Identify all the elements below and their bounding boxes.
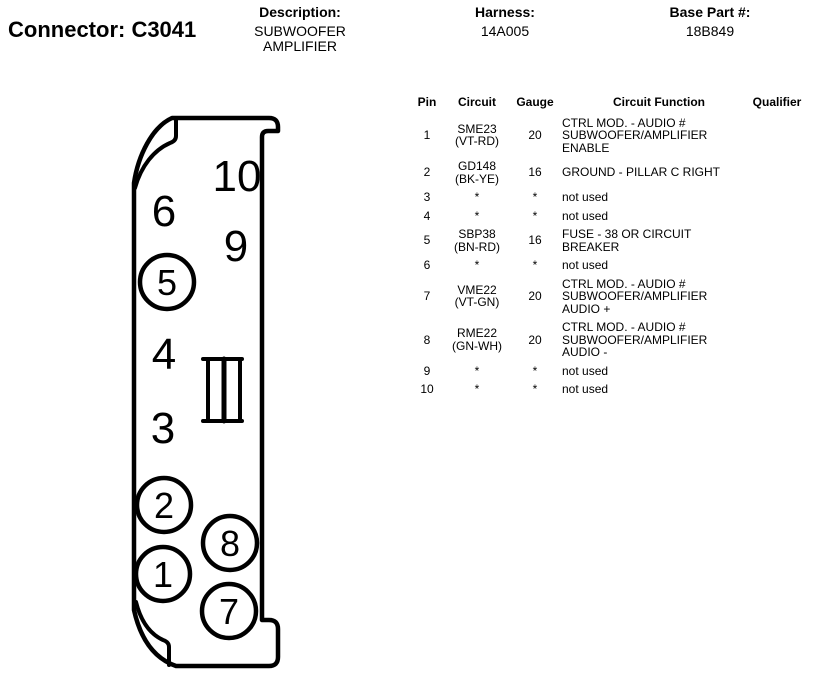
pin-10-label: 10: [213, 152, 262, 201]
base-part-label: Base Part #:: [669, 4, 751, 20]
connector-title: Connector: C3041: [8, 17, 197, 42]
gauge-cell: 20: [528, 289, 542, 303]
pin-3-label: 3: [151, 404, 175, 453]
circuit-cell: *: [474, 208, 480, 223]
corner-detail-top-left: [133, 117, 178, 190]
pin-cell: 6: [423, 258, 431, 272]
pinout-table: Pin Circuit Gauge Circuit Function Quali…: [413, 96, 813, 402]
function-cell: CTRL MOD. - AUDIO # SUBWOOFER/AMPLIFIER …: [562, 276, 708, 316]
table-row: 3 * * not used: [413, 191, 813, 204]
harness-block: Harness: 14A005: [445, 5, 565, 39]
pinout-table-header: Pin Circuit Gauge Circuit Function Quali…: [413, 96, 813, 109]
base-part-value: 18B849: [685, 23, 735, 39]
description-label: Description:: [259, 4, 341, 20]
circuit-cell: RME22 (GN-WH): [452, 326, 502, 353]
pin-6-label: 6: [152, 187, 176, 236]
function-cell: FUSE - 38 OR CIRCUIT BREAKER: [562, 227, 692, 254]
pin-7-label: 7: [219, 591, 239, 632]
gauge-cell: *: [532, 258, 538, 272]
harness-label: Harness:: [475, 4, 535, 20]
column-header-pin: Pin: [417, 95, 437, 109]
pin-cell: 5: [423, 233, 431, 248]
circuit-cell: *: [474, 382, 480, 396]
connector-diagram: 10 6 9 5 4 3 2 1 8 7: [131, 115, 281, 669]
pin-1-label: 1: [153, 554, 173, 595]
function-cell: not used: [562, 382, 609, 396]
column-header-qualifier: Qualifier: [752, 95, 802, 109]
circuit-cell: SME23 (VT-RD): [455, 121, 499, 149]
table-row: 6 * * not used: [413, 259, 813, 272]
gauge-cell: 20: [528, 332, 542, 347]
gauge-cell: 16: [528, 165, 542, 180]
pin-cell: 8: [423, 332, 431, 347]
gauge-cell: *: [532, 190, 538, 204]
table-row: 10 * * not used: [413, 383, 813, 396]
function-cell: CTRL MOD. - AUDIO # SUBWOOFER/AMPLIFIER …: [562, 115, 708, 155]
circuit-cell: SBP38 (BN-RD): [454, 227, 500, 254]
pin-5-label: 5: [157, 262, 177, 303]
gauge-cell: *: [532, 382, 538, 396]
table-row: 8 RME22 (GN-WH) 20 CTRL MOD. - AUDIO # S…: [413, 321, 813, 359]
table-row: 2 GD148 (BK-YE) 16 GROUND - PILLAR C RIG…: [413, 160, 813, 185]
pinout-table-body: 1 SME23 (VT-RD) 20 CTRL MOD. - AUDIO # S…: [413, 115, 813, 396]
gauge-cell: 20: [528, 128, 542, 142]
column-header-function: Circuit Function: [613, 95, 705, 109]
table-row: 4 * * not used: [413, 208, 813, 223]
pin-8-ring: [200, 513, 260, 573]
function-cell: not used: [562, 208, 609, 223]
table-row: 1 SME23 (VT-RD) 20 CTRL MOD. - AUDIO # S…: [413, 115, 813, 155]
pin-cell: 1: [423, 128, 431, 142]
pin-1-ring: [133, 544, 193, 604]
column-header-gauge: Gauge: [516, 95, 554, 109]
pin-2-ring: [134, 475, 194, 535]
pin-cell: 7: [423, 289, 431, 303]
gauge-cell: *: [532, 208, 538, 223]
function-cell: not used: [562, 190, 609, 204]
function-cell: GROUND - PILLAR C RIGHT: [562, 165, 721, 180]
pin-cell: 9: [423, 363, 431, 378]
pin-5-ring: [137, 252, 197, 312]
pin-cell: 2: [423, 165, 431, 180]
pin-4-label: 4: [152, 330, 176, 379]
description-block: Description: SUBWOOFER AMPLIFIER: [225, 5, 375, 54]
circuit-cell: *: [474, 363, 480, 378]
pin-cell: 10: [420, 382, 434, 396]
harness-value: 14A005: [480, 23, 530, 39]
latch-slot: [201, 356, 244, 424]
gauge-cell: 16: [528, 233, 542, 248]
base-part-block: Base Part #: 18B849: [645, 5, 775, 39]
table-row: 5 SBP38 (BN-RD) 16 FUSE - 38 OR CIRCUIT …: [413, 228, 813, 253]
table-row: 7 VME22 (VT-GN) 20 CTRL MOD. - AUDIO # S…: [413, 276, 813, 316]
pin-7-ring: [199, 581, 259, 641]
circuit-cell: GD148 (BK-YE): [454, 159, 499, 186]
circuit-cell: *: [474, 190, 480, 204]
column-header-circuit: Circuit: [457, 95, 496, 109]
circuit-cell: VME22 (VT-GN): [454, 282, 500, 310]
pin-cell: 3: [423, 190, 431, 204]
description-value: SUBWOOFER AMPLIFIER: [254, 23, 346, 54]
function-cell: not used: [562, 258, 609, 272]
gauge-cell: *: [532, 363, 538, 378]
circuit-cell: *: [474, 258, 480, 272]
corner-detail-bottom-left: [134, 600, 171, 667]
function-cell: CTRL MOD. - AUDIO # SUBWOOFER/AMPLIFIER …: [562, 320, 708, 359]
table-row: 9 * * not used: [413, 363, 813, 378]
pin-2-label: 2: [154, 485, 174, 526]
pin-cell: 4: [423, 208, 431, 223]
pin-9-label: 9: [224, 222, 248, 271]
pin-8-label: 8: [220, 523, 240, 564]
function-cell: not used: [562, 363, 609, 378]
